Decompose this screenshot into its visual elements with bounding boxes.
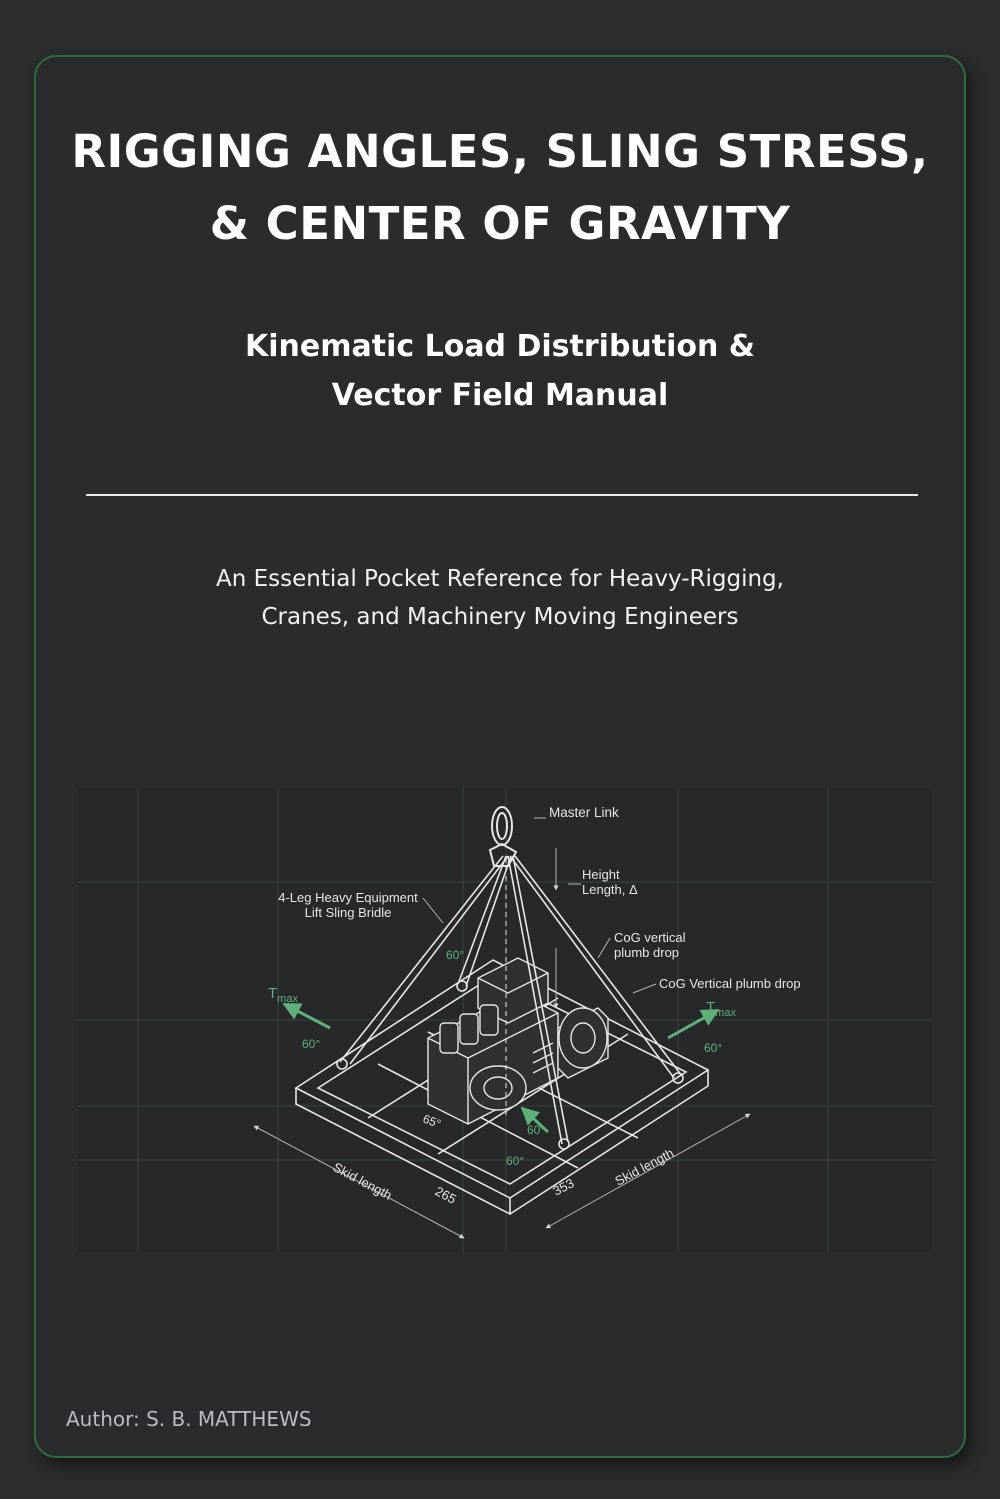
title-line-2: & CENTER OF GRAVITY — [209, 197, 791, 250]
label-angle-right: 60° — [704, 1041, 722, 1055]
label-skid-length-right: Skid length — [612, 1145, 676, 1188]
tmax-left-sub: max — [277, 993, 298, 1005]
label-angle-65: 65° — [421, 1112, 443, 1131]
machinery-block — [427, 957, 609, 1125]
label-cog-2: CoG Vertical plumb drop — [659, 976, 801, 991]
tagline-line-2: Cranes, and Machinery Moving Engineers — [261, 604, 739, 630]
label-bridle-1: 4-Leg Heavy Equipment — [278, 890, 418, 905]
label-dim-265: 265 — [433, 1183, 459, 1206]
subtitle-line-2: Vector Field Manual — [331, 378, 669, 413]
book-tagline: An Essential Pocket Reference for Heavy-… — [0, 560, 1000, 636]
label-skid-length-left: Skid length — [331, 1159, 395, 1202]
label-cog-1a: CoG vertical — [614, 930, 686, 945]
sling-bridle — [339, 855, 683, 1145]
tmax-right-sub: max — [715, 1007, 736, 1019]
rigging-illustration: Master Link Height Length, Δ 4-Leg Heavy… — [78, 788, 932, 1252]
tagline-line-1: An Essential Pocket Reference for Heavy-… — [216, 566, 784, 592]
label-angle-left: 60° — [302, 1037, 320, 1051]
label-height-1: Height — [582, 867, 620, 882]
label-angle-center: 60° — [527, 1123, 545, 1137]
label-angle-bottom: 60° — [506, 1154, 524, 1168]
author-credit: Author: S. B. MATTHEWS — [66, 1407, 312, 1431]
label-master-link: Master Link — [549, 805, 619, 820]
divider-rule — [86, 494, 918, 496]
title-line-1: RIGGING ANGLES, SLING STRESS, — [71, 125, 929, 178]
label-angle-top: 60° — [446, 948, 464, 962]
book-subtitle: Kinematic Load Distribution & Vector Fie… — [0, 322, 1000, 420]
label-tmax-right: Tmax — [706, 999, 736, 1019]
label-cog-1b: plumb drop — [614, 945, 679, 960]
label-height-2: Length, Δ — [582, 882, 638, 897]
tmax-arrows — [282, 1002, 720, 1134]
rigging-diagram-svg: Master Link Height Length, Δ 4-Leg Heavy… — [78, 788, 932, 1252]
tmax-left-t: T — [268, 985, 277, 1002]
label-tmax-left: Tmax — [268, 985, 298, 1005]
label-bridle-2: Lift Sling Bridle — [305, 905, 392, 920]
tmax-right-t: T — [706, 999, 715, 1016]
book-title: RIGGING ANGLES, SLING STRESS, & CENTER O… — [0, 116, 1000, 260]
dimension-lines — [253, 817, 751, 1239]
subtitle-line-1: Kinematic Load Distribution & — [245, 329, 755, 364]
label-dim-353: 353 — [550, 1175, 576, 1198]
master-link-ring — [488, 806, 518, 867]
